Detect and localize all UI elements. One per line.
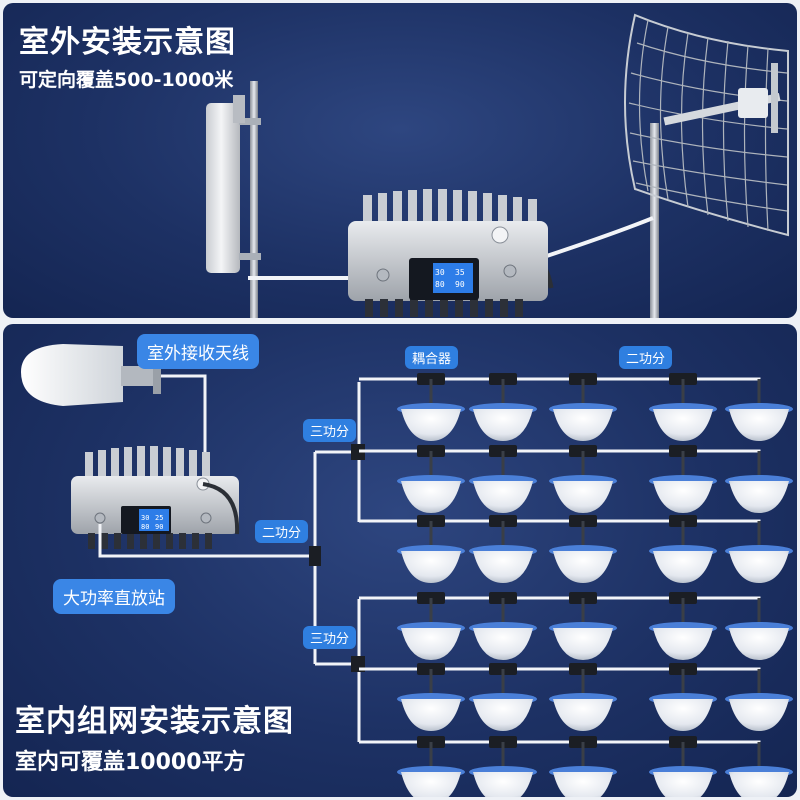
- indoor-title: 室内组网安装示意图: [15, 704, 294, 739]
- label-receive-antenna: 室外接收天线: [137, 334, 259, 369]
- outdoor-display-r2b: 90: [455, 280, 465, 289]
- ceiling-antenna-dome: [729, 481, 789, 513]
- upper-three-way-splitter: [351, 444, 365, 460]
- ceiling-antenna-dome: [553, 628, 613, 660]
- grid-dish-antenna: [624, 13, 789, 318]
- outdoor-display-r1a: 30: [435, 268, 445, 277]
- panel-antenna: [206, 81, 261, 318]
- indoor-panel: 30 25 80 90 室外接收天线 大功率直放站 二功分 三功分 三功分 耦合…: [3, 324, 797, 797]
- ceiling-antenna-dome: [729, 772, 789, 797]
- ceiling-antenna-dome: [653, 699, 713, 731]
- label-two-way-splitter-top: 二功分: [619, 346, 673, 369]
- outdoor-panel: 30 35 80 90 室外安装示意图 可定向覆盖500-1000米: [3, 3, 797, 318]
- distribution-network: [315, 373, 793, 797]
- outdoor-illustration: 30 35 80 90: [206, 13, 789, 318]
- indoor-subtitle: 室内可覆盖10000平方: [15, 750, 246, 775]
- ceiling-antenna-dome: [729, 699, 789, 731]
- ceiling-antenna-dome: [553, 699, 613, 731]
- ceiling-antenna-dome: [553, 551, 613, 583]
- label-coupler: 耦合器: [405, 346, 459, 369]
- ceiling-antenna-dome: [473, 409, 533, 441]
- ceiling-antenna-dome: [473, 772, 533, 797]
- label-three-way-splitter-lower: 三功分: [303, 626, 357, 649]
- ceiling-antenna-dome: [553, 409, 613, 441]
- ceiling-antenna-dome: [401, 481, 461, 513]
- outdoor-display-r1b: 35: [455, 268, 465, 277]
- main-splitter: [309, 546, 321, 566]
- outdoor-display-r2a: 80: [435, 280, 445, 289]
- ceiling-antenna-dome: [729, 409, 789, 441]
- indoor-illustration: 30 25 80 90: [21, 344, 793, 797]
- ceiling-antenna-dome: [473, 551, 533, 583]
- repeater-unit: [348, 189, 548, 317]
- label-three-way-splitter-upper: 三功分: [303, 419, 357, 442]
- label-repeater: 大功率直放站: [53, 579, 175, 614]
- ceiling-antenna-dome: [653, 628, 713, 660]
- ceiling-antenna-dome: [401, 409, 461, 441]
- ceiling-antenna-dome: [401, 551, 461, 583]
- ceiling-antenna-dome: [401, 772, 461, 797]
- ceiling-antenna-dome: [401, 699, 461, 731]
- ceiling-antenna-dome: [653, 551, 713, 583]
- indoor-display-r1a: 30: [141, 514, 149, 522]
- ceiling-antenna-dome: [653, 481, 713, 513]
- ceiling-antenna-dome: [553, 481, 613, 513]
- ceiling-antenna-dome: [653, 772, 713, 797]
- indoor-display-r2b: 90: [155, 523, 163, 531]
- indoor-display-r2a: 80: [141, 523, 149, 531]
- receive-antenna: [21, 344, 161, 406]
- ceiling-antenna-dome: [729, 551, 789, 583]
- indoor-display-r1b: 25: [155, 514, 163, 522]
- ceiling-antenna-dome: [401, 628, 461, 660]
- outdoor-title: 室外安装示意图: [19, 25, 236, 60]
- ceiling-antenna-dome: [473, 481, 533, 513]
- label-two-way-splitter-main: 二功分: [255, 520, 309, 543]
- ceiling-antenna-dome: [473, 628, 533, 660]
- ceiling-antenna-dome: [653, 409, 713, 441]
- ceiling-antenna-dome: [553, 772, 613, 797]
- indoor-repeater-unit: [71, 446, 239, 549]
- ceiling-antenna-dome: [473, 699, 533, 731]
- outdoor-subtitle: 可定向覆盖500-1000米: [19, 69, 234, 91]
- ceiling-antenna-dome: [729, 628, 789, 660]
